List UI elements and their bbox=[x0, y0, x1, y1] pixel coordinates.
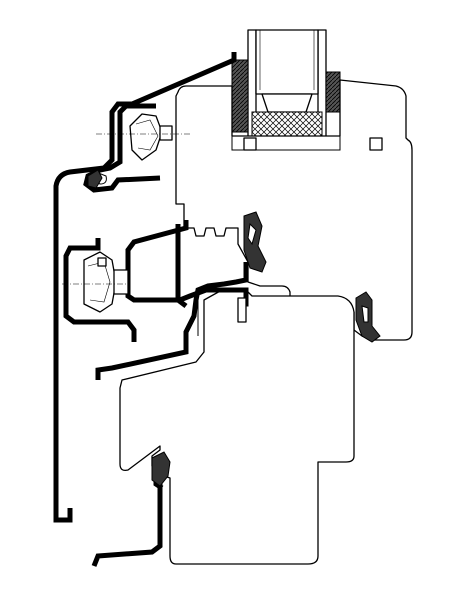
frame-clip bbox=[237, 297, 247, 323]
mid-vertical-profile bbox=[63, 238, 137, 342]
sill-profile bbox=[91, 480, 163, 567]
glass-spacer bbox=[261, 93, 313, 113]
upper-hardware-clip bbox=[96, 113, 190, 161]
gasket-seals bbox=[87, 169, 381, 487]
window-frame bbox=[119, 289, 355, 565]
glazing-seal-inner bbox=[325, 71, 341, 113]
glazing-seal-outer bbox=[231, 59, 249, 133]
setting-block-left bbox=[243, 137, 257, 151]
upper-clip-gasket bbox=[87, 169, 103, 189]
sash-frame bbox=[175, 79, 413, 341]
lower-hardware-clip bbox=[62, 251, 129, 313]
setting-block-right bbox=[369, 137, 383, 151]
glazing-unit bbox=[231, 29, 341, 151]
outer-cladding-profile bbox=[53, 52, 237, 523]
frame-gasket-lower bbox=[151, 451, 171, 487]
sash-ledge-profile bbox=[95, 262, 249, 380]
glazing-bedding bbox=[251, 111, 323, 137]
sash-upright-profile bbox=[175, 224, 188, 308]
